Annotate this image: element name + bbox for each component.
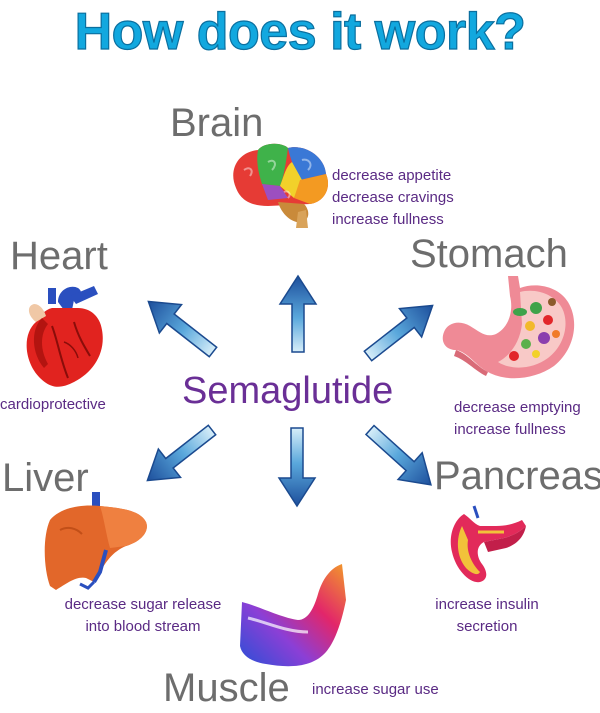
page-title: How does it work?: [74, 2, 527, 61]
pancreas-effect-2: secretion: [456, 618, 518, 635]
liver-icon: [44, 492, 147, 590]
arrow-up-icon: [278, 274, 318, 353]
muscle-label: Muscle: [163, 666, 290, 710]
stomach-effects: decrease emptying increase fullness: [454, 397, 581, 441]
brain-label: Brain: [170, 101, 264, 145]
brain-effect-1: decrease appetite: [332, 167, 452, 184]
arrow-upleft-icon: [147, 300, 218, 358]
liver-effects: decrease sugar release into blood stream: [40, 594, 246, 638]
brain-effect-3: increase fullness: [332, 211, 444, 228]
brain-icon: [233, 143, 329, 228]
pancreas-icon: [450, 505, 526, 583]
stomach-label: Stomach: [410, 232, 568, 276]
stomach-icon: [442, 276, 575, 379]
pancreas-effects: increase insulin secretion: [412, 594, 562, 638]
heart-effects: cardioprotective: [0, 394, 106, 416]
liver-label: Liver: [2, 456, 89, 500]
arrow-downright-icon: [364, 424, 432, 486]
heart-label: Heart: [10, 234, 108, 278]
muscle-effects: increase sugar use: [312, 679, 439, 701]
muscle-effect-1: increase sugar use: [312, 681, 439, 698]
brain-effects: decrease appetite decrease cravings incr…: [332, 165, 454, 231]
arrow-down-icon: [277, 427, 317, 508]
center-drug-label: Semaglutide: [182, 370, 394, 412]
liver-effect-1: decrease sugar release: [64, 596, 222, 613]
pancreas-label: Pancreas: [434, 454, 600, 498]
liver-effect-2: into blood stream: [85, 618, 201, 635]
pancreas-effect-1: increase insulin: [435, 596, 539, 613]
heart-icon: [26, 286, 103, 387]
arrow-upright-icon: [363, 304, 434, 362]
arrow-downleft-icon: [146, 424, 217, 482]
brain-effect-2: decrease cravings: [332, 189, 454, 206]
stomach-effect-1: decrease emptying: [454, 399, 581, 416]
heart-effect-1: cardioprotective: [0, 396, 106, 413]
stomach-effect-2: increase fullness: [454, 421, 566, 438]
muscle-icon: [240, 564, 346, 667]
